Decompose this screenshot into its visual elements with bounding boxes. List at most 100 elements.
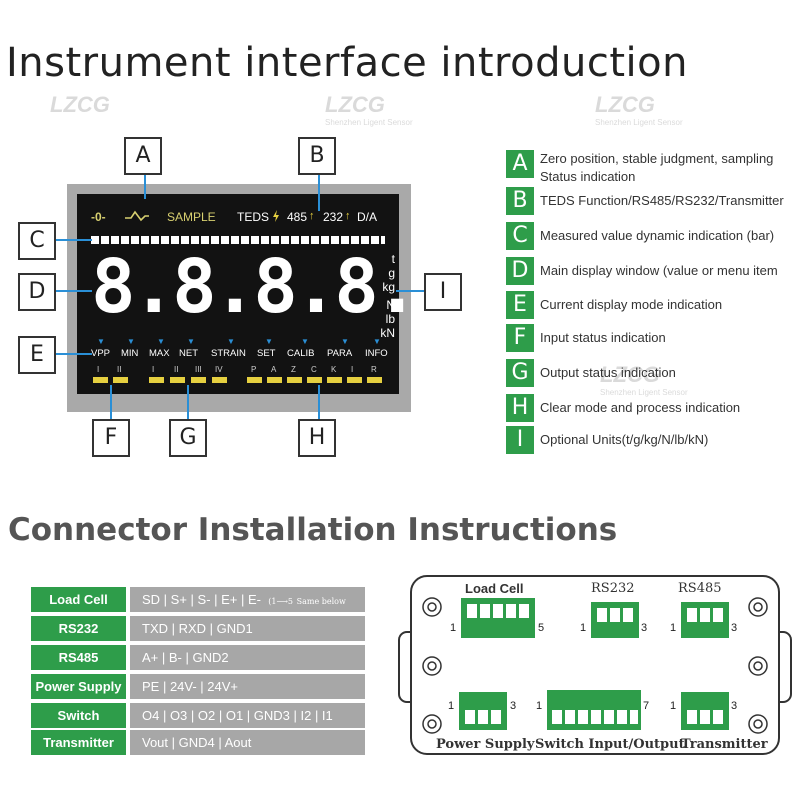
row-value-text: SD | S+ | S- | E+ | E- bbox=[142, 592, 261, 607]
mode-min: MIN bbox=[121, 348, 139, 359]
unit-kg: kg bbox=[382, 280, 395, 294]
legend-text: Output status indication bbox=[540, 365, 676, 380]
output-label: IV bbox=[215, 365, 223, 374]
pin-label: 1 bbox=[450, 622, 457, 634]
mode-marker: ▼ bbox=[373, 337, 381, 346]
callout-e: E bbox=[18, 336, 56, 374]
dynamic-bar bbox=[91, 236, 385, 244]
mode-marker: ▼ bbox=[227, 337, 235, 346]
row-name: Load Cell bbox=[31, 587, 126, 612]
watermark-brand: LZCG bbox=[595, 92, 655, 117]
terminal-transmitter bbox=[681, 692, 729, 730]
leader-line bbox=[56, 290, 92, 292]
clear-label: K bbox=[331, 365, 337, 374]
leader-line bbox=[144, 175, 146, 199]
row-value: O4 | O3 | O2 | O1 | GND3 | I2 | I1 bbox=[130, 703, 365, 728]
teds-indicator: TEDS bbox=[237, 210, 270, 224]
approx-icon bbox=[125, 210, 149, 222]
callout-b: B bbox=[298, 137, 336, 175]
leader-line bbox=[318, 385, 320, 419]
legend-key: F bbox=[506, 324, 534, 352]
pin-label: 1 bbox=[670, 700, 677, 712]
clear-status-bar bbox=[347, 377, 362, 383]
unit-g: g bbox=[388, 266, 395, 280]
pin-label: 7 bbox=[643, 700, 650, 712]
mode-para: PARA bbox=[327, 348, 353, 359]
leader-line bbox=[396, 290, 424, 292]
input-status-bar bbox=[93, 377, 108, 383]
watermark-sub: Shenzhen Ligent Sensor bbox=[595, 118, 683, 127]
terminal-rs485 bbox=[681, 602, 729, 638]
terminal-rs232 bbox=[591, 602, 639, 638]
legend-text: Current display mode indication bbox=[540, 297, 723, 312]
legend-text-2: Status indication bbox=[540, 169, 636, 184]
terminal-power-supply bbox=[459, 692, 507, 730]
legend-key: A bbox=[506, 150, 534, 178]
lcd-screen: -0- SAMPLE TEDS 485 ↑ 232 ↑ D/A 8.8.8.8.… bbox=[77, 194, 541, 394]
row-value: SD | S+ | S- | E+ | E- (1⟶5 Same below bbox=[130, 587, 365, 612]
lightning-icon bbox=[273, 210, 279, 222]
label-load-cell: Load Cell bbox=[465, 581, 524, 596]
label-switch-io: Switch Input/Output bbox=[535, 737, 685, 752]
output-label: II bbox=[174, 365, 179, 374]
callout-h: H bbox=[298, 419, 336, 457]
mode-net: NET bbox=[179, 348, 198, 359]
legend-text: Input status indication bbox=[540, 330, 666, 345]
pin-label: 3 bbox=[731, 700, 738, 712]
watermark-brand: LZCG bbox=[600, 362, 660, 387]
table-row: Transmitter Vout | GND4 | Aout bbox=[31, 730, 365, 755]
clear-label: R bbox=[371, 365, 377, 374]
mode-marker: ▼ bbox=[97, 337, 105, 346]
output-status-bar bbox=[149, 377, 164, 383]
mode-strain: STRAIN bbox=[211, 348, 246, 359]
output-status-bar bbox=[170, 377, 185, 383]
terminal-switch-io bbox=[547, 690, 641, 730]
clear-status-bar bbox=[287, 377, 302, 383]
table-row: Switch O4 | O3 | O2 | O1 | GND3 | I2 | I… bbox=[31, 703, 365, 728]
callout-g: G bbox=[169, 419, 207, 457]
clear-status-bar bbox=[267, 377, 282, 383]
da-indicator: D/A bbox=[357, 210, 378, 224]
row-name: Transmitter bbox=[31, 730, 126, 755]
legend-key: B bbox=[506, 187, 534, 215]
label-rs485: RS485 bbox=[678, 581, 722, 596]
clear-status-bar bbox=[367, 377, 382, 383]
legend-text: TEDS Function/RS485/RS232/Transmitter bbox=[540, 193, 784, 208]
output-label: III bbox=[195, 365, 202, 374]
unit-t: t bbox=[391, 252, 395, 266]
mode-marker: ▼ bbox=[127, 337, 135, 346]
unit-column: t g kg N lb kN bbox=[371, 252, 395, 340]
mounting-holes bbox=[422, 597, 768, 734]
legend-text: Optional Units(t/g/kg/N/lb/kN) bbox=[540, 432, 709, 447]
pin-label: 3 bbox=[510, 700, 517, 712]
mode-marker: ▼ bbox=[341, 337, 349, 346]
output-status-bar bbox=[212, 377, 227, 383]
unit-n: N bbox=[386, 298, 395, 312]
row-note: (1⟶5 bbox=[268, 597, 294, 606]
watermark: LZCG bbox=[50, 92, 110, 118]
mode-set: SET bbox=[257, 348, 276, 359]
table-row: RS232 TXD | RXD | GND1 bbox=[31, 616, 365, 641]
pin-label: 1 bbox=[670, 622, 677, 634]
row-value: Vout | GND4 | Aout bbox=[130, 730, 365, 755]
clear-label: P bbox=[251, 365, 257, 374]
row-value: A+ | B- | GND2 bbox=[130, 645, 365, 670]
pin-label: 1 bbox=[536, 700, 543, 712]
legend-key: H bbox=[506, 394, 534, 422]
mode-vpp: VPP bbox=[91, 348, 111, 359]
arrow-up-icon: ↑ bbox=[309, 210, 315, 222]
legend-key: D bbox=[506, 257, 534, 285]
mode-marker: ▼ bbox=[187, 337, 195, 346]
section-title-connector: Connector Installation Instructions bbox=[8, 512, 618, 548]
clear-label: A bbox=[271, 365, 277, 374]
row-note-2: Same below bbox=[296, 597, 346, 606]
table-row: Power Supply PE | 24V- | 24V+ bbox=[31, 674, 365, 699]
leader-line bbox=[110, 385, 112, 419]
row-name: Power Supply bbox=[31, 674, 126, 699]
sample-indicator: SAMPLE bbox=[167, 210, 216, 224]
unit-kn: kN bbox=[380, 326, 395, 340]
callout-i: I bbox=[424, 273, 462, 311]
legend-key: G bbox=[506, 359, 534, 387]
